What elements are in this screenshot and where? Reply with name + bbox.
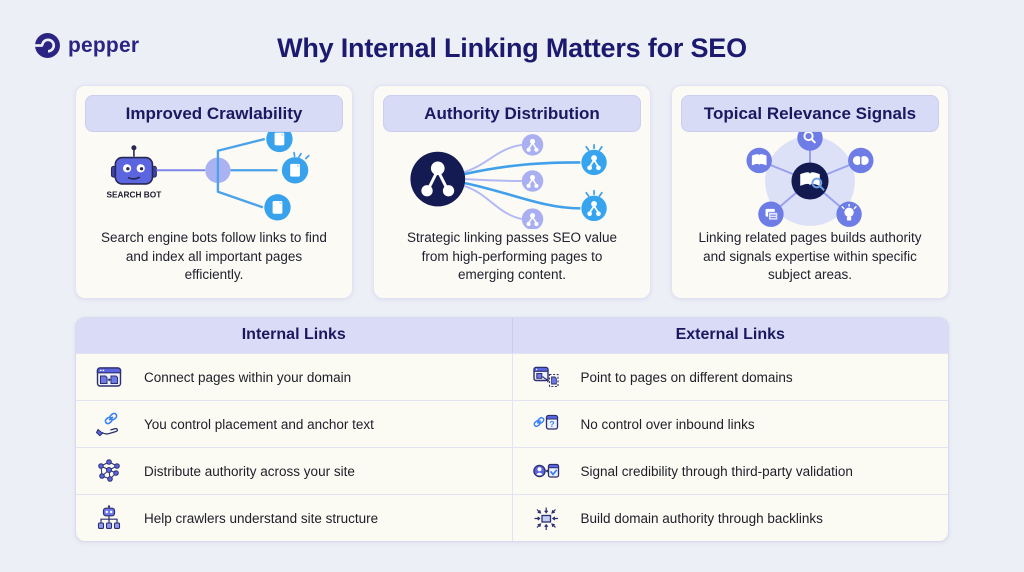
page-node-icon	[521, 208, 544, 230]
pepper-logo-icon	[35, 33, 60, 58]
external-row-1: Point to pages on different domains	[511, 354, 949, 400]
open-book-icon	[746, 147, 772, 173]
internal-row-1: Connect pages within your domain	[76, 354, 512, 400]
row-text: Help crawlers understand site structure	[144, 510, 379, 526]
lightbulb-icon	[836, 201, 862, 227]
table-row: Help crawlers understand site structure	[76, 494, 948, 541]
brand-name: pepper	[68, 33, 140, 57]
emerging-page-icon	[581, 195, 607, 221]
crawlability-diagram: SEARCH BOT	[106, 132, 310, 221]
row-text: Signal credibility through third-party v…	[580, 463, 853, 479]
row-text: Connect pages within your domain	[144, 369, 352, 385]
card-description: Search engine bots follow links to find …	[101, 230, 327, 282]
row-text: Distribute authority across your site	[144, 463, 355, 479]
authority-hub-icon	[410, 151, 466, 207]
authority-diagram	[410, 133, 607, 230]
card-title: Improved Crawlability	[85, 95, 343, 132]
column-header-external: External Links	[511, 318, 949, 353]
card-title: Topical Relevance Signals	[681, 95, 939, 132]
page-title: Why Internal Linking Matters for SEO	[277, 33, 747, 63]
page-node-icon	[264, 193, 291, 221]
crawlability-illustration: SEARCH BOT	[85, 132, 343, 229]
external-row-3: Signal credibility through third-party v…	[511, 448, 949, 494]
authority-illustration	[383, 132, 641, 230]
external-page-icon	[531, 363, 561, 391]
page-node-icon	[521, 133, 544, 156]
card-description: Linking related pages builds authority a…	[698, 230, 922, 282]
topical-illustration	[681, 132, 939, 229]
emerging-page-icon	[581, 149, 607, 175]
page-node-icon	[281, 156, 309, 184]
search-bot-label: SEARCH BOT	[106, 189, 161, 199]
sparkle-rays	[585, 143, 603, 197]
table-row: Connect pages within your domain Point t…	[76, 353, 948, 400]
book-search-icon	[791, 162, 829, 200]
search-bot-icon	[110, 144, 157, 185]
sparkle-rays	[293, 151, 310, 160]
row-text: Point to pages on different domains	[580, 369, 793, 385]
internal-row-3: Distribute authority across your site	[76, 448, 512, 494]
card-description: Strategic linking passes SEO value from …	[406, 230, 618, 282]
brand-logo: pepper	[34, 32, 139, 59]
hand-link-icon	[94, 410, 124, 438]
backlinks-converge-icon	[531, 504, 561, 532]
page-node-icon	[521, 169, 544, 192]
feature-cards: Improved Crawlability SEARCH BOT	[75, 85, 949, 299]
table-row: You control placement and anchor text ? …	[76, 400, 948, 447]
row-text: No control over inbound links	[580, 416, 755, 432]
browser-pages-icon	[94, 363, 124, 391]
links-comparison-table: Internal Links External Links Connect pa…	[75, 317, 949, 542]
internal-row-2: You control placement and anchor text	[76, 401, 512, 447]
card-topical-relevance: Topical Relevance Signals	[671, 85, 949, 299]
card-authority-distribution: Authority Distribution	[373, 85, 651, 299]
table-row: Distribute authority across your site Si…	[76, 447, 948, 494]
page-node-icon	[266, 132, 293, 152]
network-graph-icon	[94, 457, 124, 485]
person-validation-icon	[531, 457, 561, 485]
row-text: You control placement and anchor text	[144, 416, 374, 432]
card-title: Authority Distribution	[383, 95, 641, 132]
internal-row-4: Help crawlers understand site structure	[76, 495, 512, 541]
table-header-row: Internal Links External Links	[76, 318, 948, 353]
robot-sitemap-icon	[94, 504, 124, 532]
link-question-icon: ?	[531, 410, 561, 438]
external-row-2: ? No control over inbound links	[511, 401, 949, 447]
topical-diagram	[746, 132, 874, 227]
column-header-internal: Internal Links	[241, 326, 346, 343]
magnifier-icon	[797, 132, 823, 151]
external-row-4: Build domain authority through backlinks	[511, 495, 949, 541]
card-improved-crawlability: Improved Crawlability SEARCH BOT	[75, 85, 353, 299]
row-text: Build domain authority through backlinks	[580, 510, 823, 526]
question-glyph: ?	[549, 419, 554, 429]
documents-icon	[758, 201, 784, 227]
brain-icon	[848, 147, 874, 173]
